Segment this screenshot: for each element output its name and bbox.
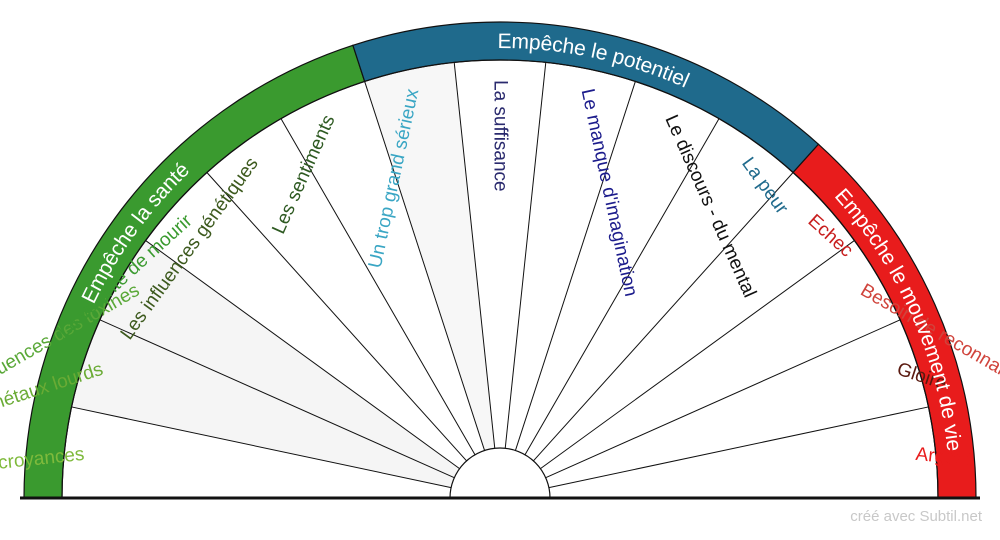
sector-6 — [281, 81, 485, 455]
divider-line — [364, 81, 486, 451]
divider-line — [524, 118, 720, 455]
divider-line — [548, 406, 929, 489]
sector-layer — [62, 59, 938, 498]
divider-line — [545, 319, 901, 479]
divider-line — [533, 172, 794, 462]
divider-layer — [20, 59, 980, 500]
divider-line — [71, 406, 452, 489]
sector-4 — [145, 172, 467, 469]
divider-line — [206, 172, 467, 462]
sector-label: La suffisance — [490, 80, 511, 192]
hub — [449, 447, 551, 499]
divider-line — [504, 62, 547, 449]
divider-line — [99, 319, 455, 479]
sector-12 — [533, 172, 855, 469]
inner-arc — [61, 59, 939, 499]
divider-line — [540, 240, 855, 470]
credit-text: créé avec Subtil.net — [850, 508, 982, 525]
sector-15 — [548, 406, 938, 498]
sector-10 — [515, 81, 719, 455]
sector-13 — [540, 240, 901, 478]
divider-line — [145, 240, 460, 470]
sector-3 — [99, 240, 460, 478]
divider-line — [514, 81, 636, 451]
sector-14 — [545, 319, 929, 488]
sector-11 — [525, 118, 794, 461]
sector-2 — [71, 319, 455, 488]
divider-line — [280, 118, 476, 455]
divider-line — [453, 62, 496, 449]
sector-8 — [454, 59, 546, 449]
sector-7 — [364, 62, 495, 451]
sector-9 — [505, 62, 636, 451]
sector-1 — [62, 406, 452, 498]
sector-5 — [206, 118, 476, 461]
